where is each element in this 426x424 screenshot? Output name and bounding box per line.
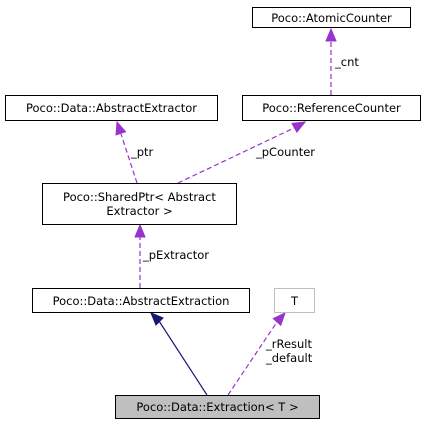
node-template-param-t: T [274,288,315,313]
node-extraction-focus[interactable]: Poco::Data::Extraction< T > [115,395,320,419]
edge-label-ptr: _ptr [131,145,154,159]
edge-label-cnt: _cnt [335,55,359,69]
node-atomic-counter[interactable]: Poco::AtomicCounter [252,7,411,28]
edge-abstract-extractor-to-shared-ptr-line [120,133,138,184]
edge-label-r-result: _rResult [266,337,313,351]
edge-atomic-counter-to-reference-counter [325,27,337,95]
node-reference-counter[interactable]: Poco::ReferenceCounter [242,95,421,121]
edge-atomic-counter-to-reference-counter-arrowhead [325,27,337,42]
edge-abstract-extraction-to-extraction-line [158,320,208,396]
edge-shared-ptr-to-abstract-extraction-arrowhead [134,223,146,238]
node-shared-ptr-line-1: Poco::SharedPtr< Abstract [63,190,216,204]
node-shared-ptr-abstract-extractor[interactable]: Poco::SharedPtr< Abstract Extractor > [42,183,237,225]
edge-shared-ptr-to-abstract-extraction [134,223,146,288]
edge-abstract-extraction-to-extraction-arrowhead [150,312,164,326]
edge-abstract-extractor-to-shared-ptr [115,120,138,184]
node-abstract-extraction[interactable]: Poco::Data::AbstractExtraction [32,288,250,313]
edge-reference-counter-to-shared-ptr [177,121,307,184]
edge-label-p-extractor: _pExtractor [143,248,210,262]
edge-abstract-extractor-to-shared-ptr-arrowhead [115,120,127,136]
edge-reference-counter-to-shared-ptr-arrowhead [291,121,307,134]
node-abstract-extractor[interactable]: Poco::Data::AbstractExtractor [5,95,218,121]
edge-label-default: _default [266,351,313,365]
edge-abstract-extraction-to-extraction [150,312,208,396]
node-shared-ptr-line-2: Extractor > [106,204,173,218]
edge-reference-counter-to-shared-ptr-line [177,127,295,184]
edge-template-t-to-extraction-line [227,321,278,396]
edge-template-t-to-extraction [227,312,286,396]
edge-label-p-counter: _pCounter [256,145,316,159]
edge-template-t-to-extraction-arrowhead [272,312,286,327]
